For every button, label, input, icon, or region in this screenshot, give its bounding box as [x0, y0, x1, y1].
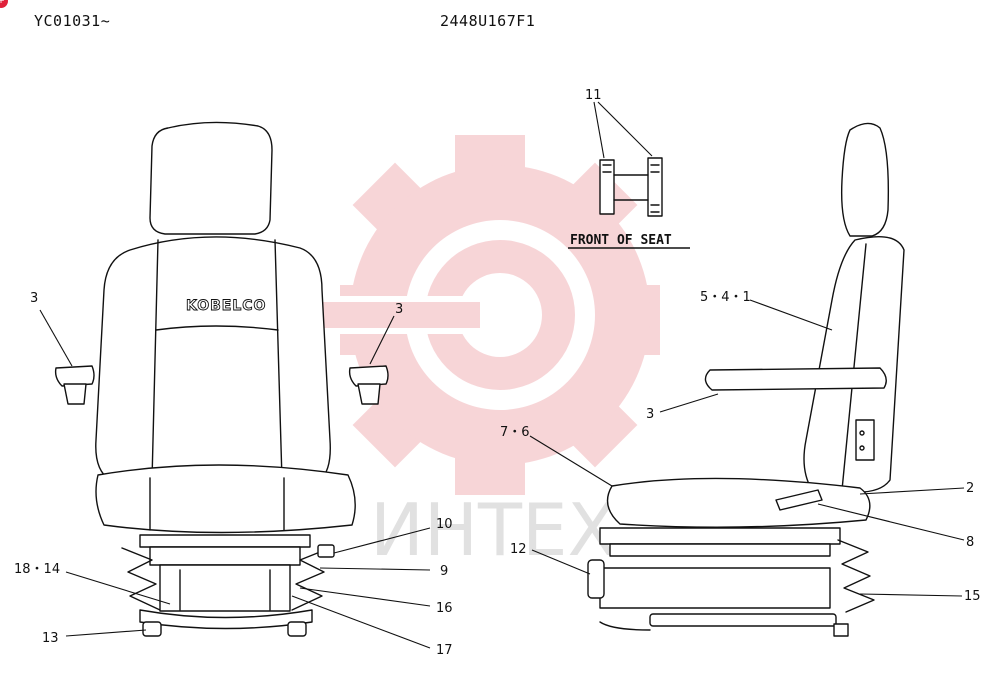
armrest-left-front [54, 365, 95, 387]
callout-9: 9 [440, 564, 448, 579]
watermark-text: ИНТЕХ [370, 488, 617, 572]
callout-3-left: 3 [30, 291, 38, 306]
callout-8: 8 [966, 535, 974, 550]
front-view-seat [54, 121, 389, 637]
watermark-gear-logo [300, 135, 660, 495]
inset-caption: FRONT OF SEAT [570, 233, 672, 248]
callout-7-6: 7・6 [500, 425, 530, 440]
callout-16: 16 [436, 601, 453, 616]
callout-3-side: 3 [646, 407, 654, 422]
headrest-front [149, 121, 273, 235]
backrest-front [95, 236, 331, 481]
callout-10: 10 [436, 517, 453, 532]
brand-logo: KOBELCO [186, 298, 266, 314]
cushion-front [95, 464, 356, 534]
callout-12: 12 [510, 542, 527, 557]
part-number-label: 2448U167F1 [440, 12, 536, 30]
callout-17: 17 [436, 643, 453, 658]
cushion-side [606, 477, 871, 528]
side-view-seat [587, 122, 905, 637]
callout-11: 11 [585, 88, 602, 103]
headrest-side [840, 122, 890, 237]
serial-range-label: YC01031~ [34, 12, 111, 30]
callout-5-4-1: 5・4・1 [700, 290, 751, 305]
callout-15: 15 [964, 589, 981, 604]
callout-18-14: 18・14 [14, 562, 60, 577]
callout-3-right: 3 [395, 302, 403, 317]
armrest-right-front [348, 365, 389, 387]
status-badge: + [0, 0, 8, 8]
seat-rail-inset [568, 101, 690, 249]
callout-2: 2 [966, 481, 974, 496]
leader-lines [39, 299, 965, 649]
armrest-side [704, 367, 887, 391]
callout-13: 13 [42, 631, 59, 646]
